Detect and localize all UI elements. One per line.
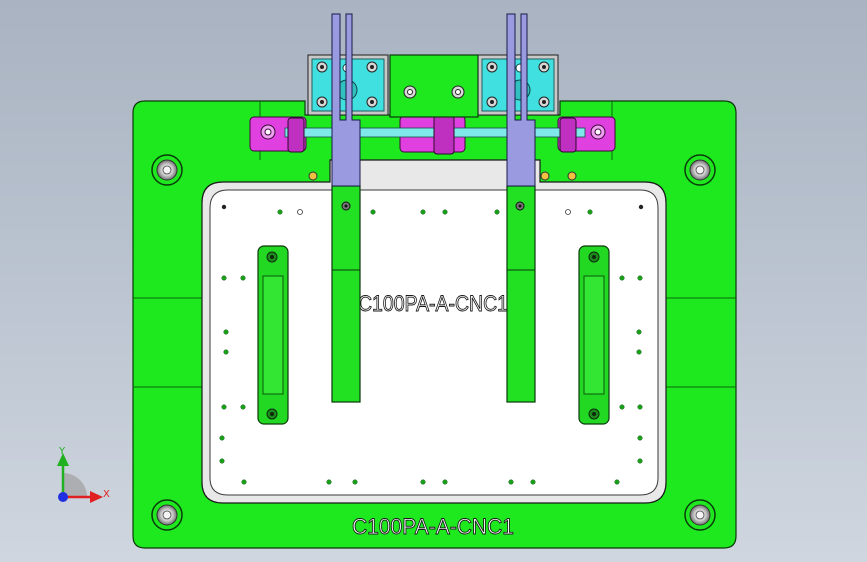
x-axis-label: X [103, 489, 110, 500]
part-label-center: C100PA-A-CNC1 [358, 291, 508, 316]
locator-block-right[interactable] [578, 245, 610, 425]
locator-block-left[interactable] [257, 245, 289, 425]
y-axis-label: Y [58, 446, 66, 457]
mounting-bolt-icon [684, 154, 716, 186]
mounting-bolt-icon [684, 499, 716, 531]
cross-rod[interactable] [284, 115, 586, 155]
dowel-pin-icon [219, 209, 643, 485]
middle-support-block[interactable] [389, 54, 479, 118]
clamp-arm-right[interactable] [506, 13, 536, 403]
triad-icon: Y X [57, 446, 110, 503]
cylinder-block-right[interactable] [477, 54, 559, 116]
part-label-bottom: C100PA-A-CNC1 [352, 514, 514, 539]
clamp-arm-left[interactable] [331, 13, 361, 403]
work-pocket[interactable] [201, 159, 667, 504]
mounting-bolt-icon [151, 499, 183, 531]
mounting-bolt-icon [151, 154, 183, 186]
